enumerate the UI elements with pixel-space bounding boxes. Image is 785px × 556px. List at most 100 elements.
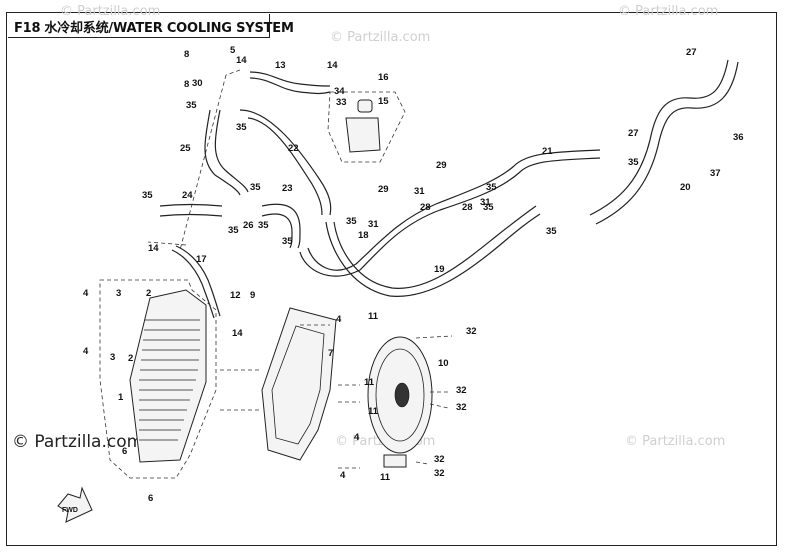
callout-number: 4 [340,470,346,481]
shroud-7 [261,307,337,461]
callout-number: 35 [250,182,261,193]
callout-layer: 1223344444566788910111111111213141414141… [83,45,744,504]
callout-number: 37 [710,168,721,179]
callout-number: 14 [236,55,247,66]
callout-number: 1 [118,392,124,403]
fwd-label: FWD [62,507,78,514]
diagram-frame [6,12,777,546]
callout-number: 18 [358,230,369,241]
hose-24 [159,203,223,207]
callout-number: 32 [466,326,477,337]
callout-number: 32 [434,454,445,465]
pipe-19 [325,213,541,297]
callout-number: 31 [368,219,379,230]
callout-number: 35 [228,225,239,236]
callout-number: 23 [282,183,293,194]
callout-number: 11 [368,406,379,417]
callout-number: 14 [327,60,338,71]
reservoir-16 [327,91,406,163]
callout-number: 24 [182,190,193,201]
callout-number: 15 [378,96,389,107]
callout-number: 22 [288,143,299,154]
callout-number: 21 [542,146,553,157]
callout-number: 35 [486,182,497,193]
callout-number: 34 [334,86,345,97]
leader-lines [220,324,453,469]
callout-number: 9 [250,290,255,301]
hose-20 [589,59,729,216]
callout-number: 31 [480,197,491,208]
callout-number: 14 [232,328,243,339]
callout-number: 28 [462,202,473,213]
hose-23 [261,203,301,249]
hose-17 [171,249,215,319]
callout-number: 11 [368,311,379,322]
callout-number: 26 [243,220,254,231]
callout-number: 4 [336,314,342,325]
callout-number: 32 [456,402,467,413]
callout-number: 8 [184,49,189,60]
callout-number: 11 [380,472,391,483]
callout-number: 27 [628,128,639,139]
callout-number: 6 [122,446,127,457]
callout-number: 4 [354,432,360,443]
title-cn: 水冷却系统 [44,21,109,36]
callout-number: 10 [438,358,449,369]
callout-number: 29 [378,184,389,195]
callout-number: 7 [328,348,333,359]
callout-number: 25 [180,143,191,154]
hose-25 [204,109,241,196]
callout-number: 12 [230,290,241,301]
callout-number: 35 [142,190,153,201]
callout-number: 35 [628,157,639,168]
callout-number: 14 [148,243,159,254]
callout-number: 19 [434,264,445,275]
fwd-arrow: FWD [57,486,93,523]
watermark: © Partzilla.com [618,4,719,19]
watermark: © Partzilla.com [330,30,431,45]
callout-number: 35 [483,202,494,213]
watermark: © Partzilla.com [625,434,726,449]
hose-22 [239,109,332,216]
watermark: © Partzilla.com [60,4,161,19]
title-en: /WATER COOLING SYSTEM [108,21,294,36]
callout-number: 35 [282,236,293,247]
callout-number: 32 [434,468,445,479]
callout-number: 35 [186,100,197,111]
callout-number: 2 [146,288,151,299]
callout-number: 16 [378,72,389,83]
callout-number: 36 [733,132,744,143]
callout-number: 35 [258,220,269,231]
fan-10 [367,336,433,468]
callout-number: 35 [236,122,247,133]
callout-number: 35 [546,226,557,237]
callout-number: 6 [148,493,153,504]
pipe-18 [299,157,601,277]
callout-number: 11 [364,377,375,388]
hose-13 [249,71,331,87]
callout-number: 32 [456,385,467,396]
callout-number: 30 [192,78,203,89]
callout-number: 4 [83,288,89,299]
callout-number: 2 [128,353,133,364]
title-code: F18 [14,21,41,36]
callout-number: 28 [420,202,431,213]
callout-number: 5 [230,45,236,56]
callout-number: 8 [184,79,189,90]
radiator-1 [99,279,217,479]
callout-number: 29 [436,160,447,171]
callout-number: 35 [346,216,357,227]
callout-number: 20 [680,182,691,193]
hose-network [147,59,739,319]
callout-number: 13 [275,60,286,71]
callout-number: 3 [110,352,115,363]
callout-number: 27 [686,47,697,58]
callout-number: 17 [196,254,207,265]
callout-number: 31 [414,186,425,197]
partzilla-watermark: © Partzilla.com [12,432,144,452]
callout-number: 3 [116,288,121,299]
callout-number: 33 [336,97,347,108]
